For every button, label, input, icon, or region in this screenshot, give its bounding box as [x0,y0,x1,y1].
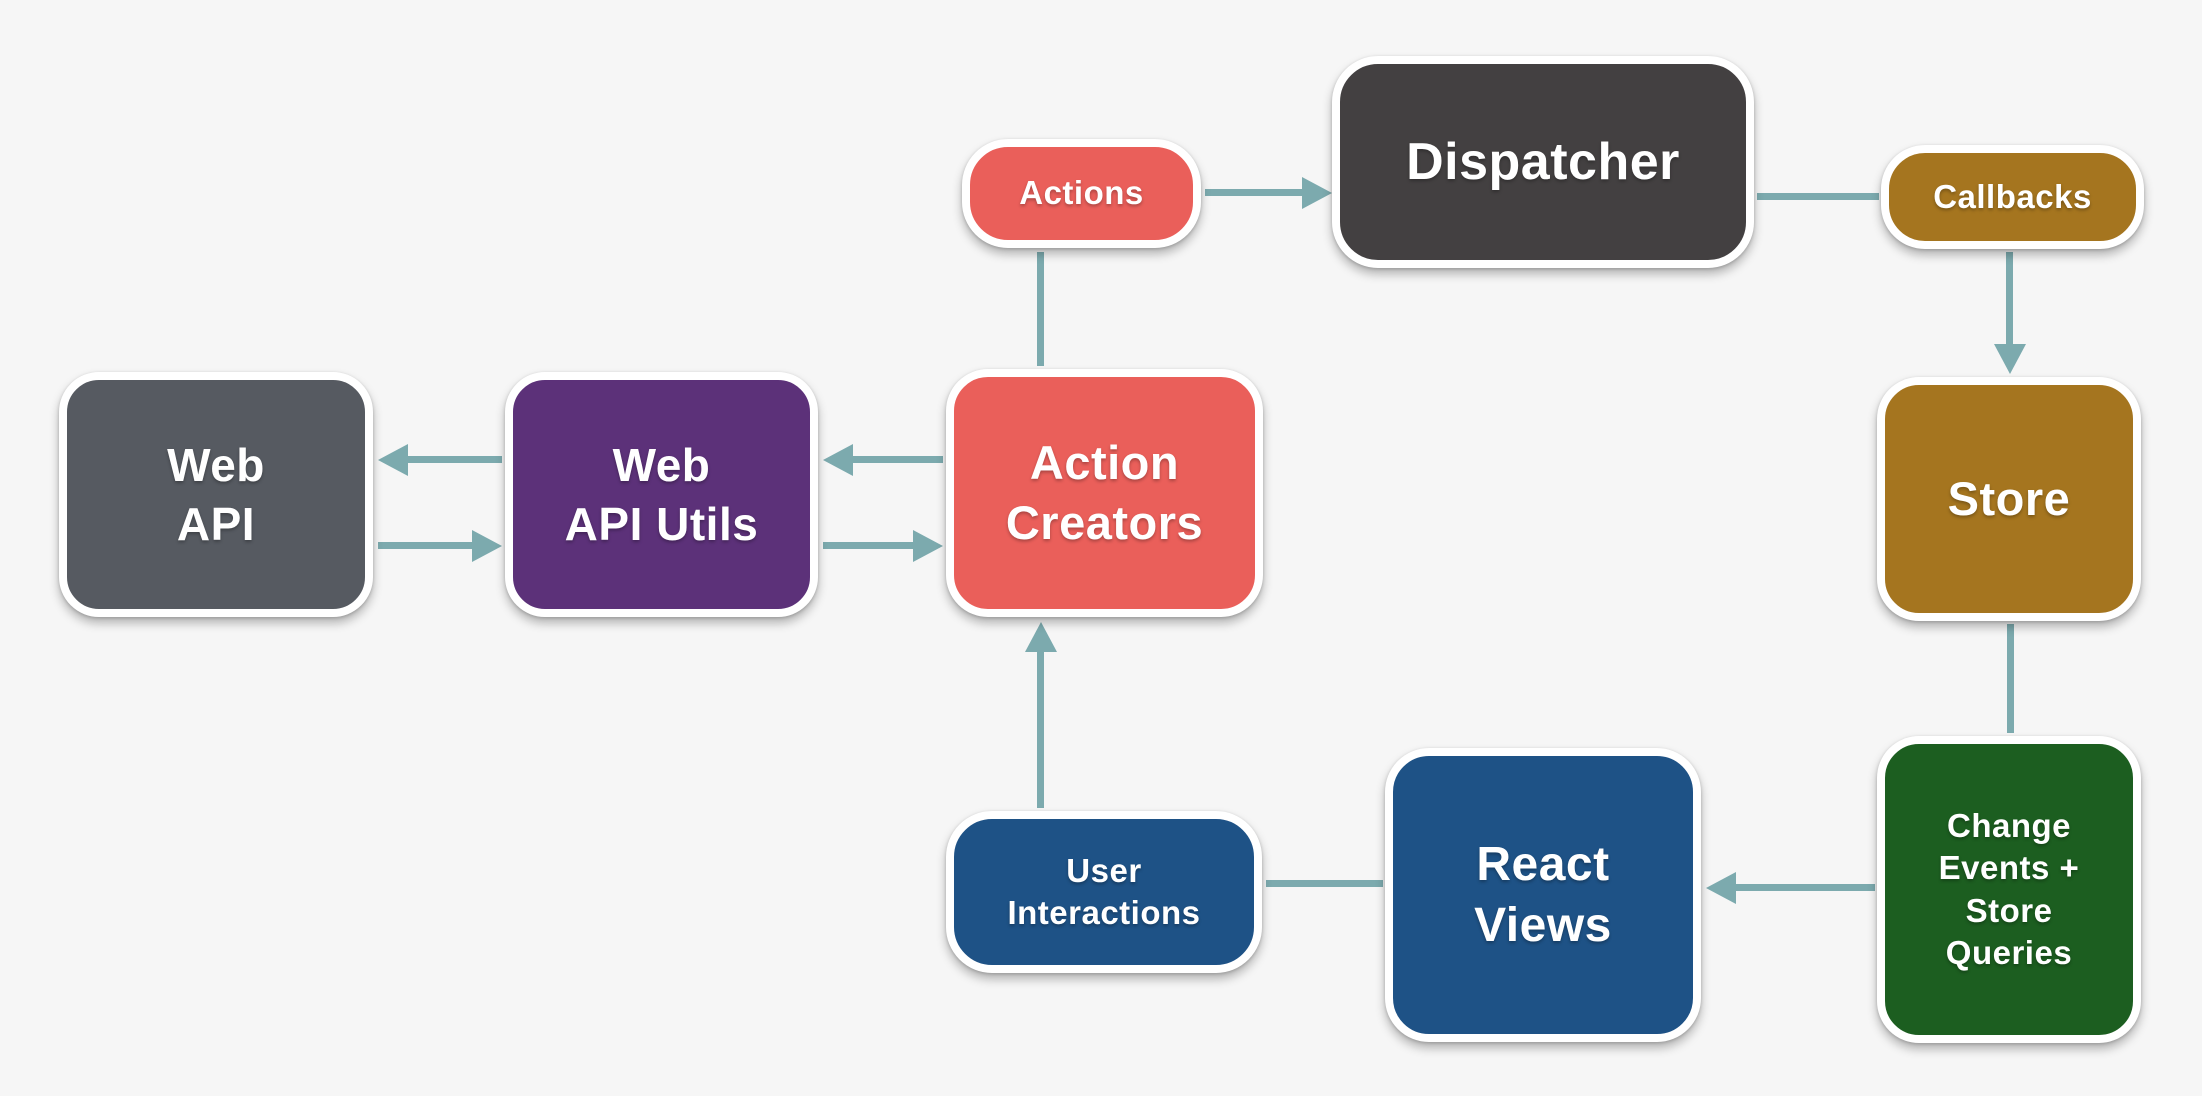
arrowhead-left-icon [823,444,853,476]
node-change-events-store-queries: Change Events + Store Queries [1877,736,2141,1043]
node-web-api-label: Web API [167,438,265,550]
connector-line [1266,880,1383,887]
arrow-line [405,456,502,463]
node-actions-label: Actions [1019,174,1144,212]
node-callbacks-label: Callbacks [1933,177,2092,215]
arrow-user-interactions-to-action-creators [1025,622,1057,808]
arrow-line [1037,649,1044,808]
arrowhead-up-icon [1025,622,1057,652]
arrow-web-api-to-web-api-utils [378,530,502,562]
arrowhead-right-icon [472,530,502,562]
arrow-line [1733,884,1875,891]
node-web-api-utils: Web API Utils [505,372,818,617]
line-store-to-change-events [2007,624,2014,733]
node-dispatcher: Dispatcher [1332,56,1754,268]
line-react-views-to-user-interactions [1266,880,1383,887]
arrow-line [2006,252,2013,347]
connector-line [1757,193,1879,200]
arrowhead-left-icon [1706,872,1736,904]
arrow-line [1205,189,1305,196]
node-store: Store [1877,377,2141,621]
arrow-web-api-utils-to-web-api [378,444,502,476]
arrow-line [823,542,916,549]
line-dispatcher-to-callbacks [1757,193,1879,200]
node-web-api-utils-label: Web API Utils [564,438,759,550]
node-change-events-store-queries-label: Change Events + Store Queries [1938,807,2080,971]
arrow-callbacks-to-store [1994,252,2026,374]
node-web-api: Web API [59,372,373,617]
arrow-line [850,456,943,463]
node-dispatcher-label: Dispatcher [1406,132,1680,191]
connector-line [1037,252,1044,366]
node-actions: Actions [962,139,1201,248]
node-user-interactions-label: User Interactions [1007,851,1201,931]
line-action-creators-to-actions [1037,252,1044,366]
arrow-line [378,542,475,549]
node-action-creators: Action Creators [946,369,1263,617]
arrow-action-creators-to-web-api-utils [823,444,943,476]
node-react-views: React Views [1385,748,1701,1042]
node-store-label: Store [1947,471,2071,525]
arrow-change-events-to-react-views [1706,872,1875,904]
node-callbacks: Callbacks [1881,145,2144,249]
arrow-actions-to-dispatcher [1205,177,1332,209]
node-action-creators-label: Action Creators [1005,435,1204,549]
arrowhead-left-icon [378,444,408,476]
arrow-web-api-utils-to-action-creators [823,530,943,562]
node-react-views-label: React Views [1474,837,1612,952]
node-user-interactions: User Interactions [946,811,1262,973]
arrowhead-down-icon [1994,344,2026,374]
connector-line [2007,624,2014,733]
arrowhead-right-icon [913,530,943,562]
arrowhead-right-icon [1302,177,1332,209]
